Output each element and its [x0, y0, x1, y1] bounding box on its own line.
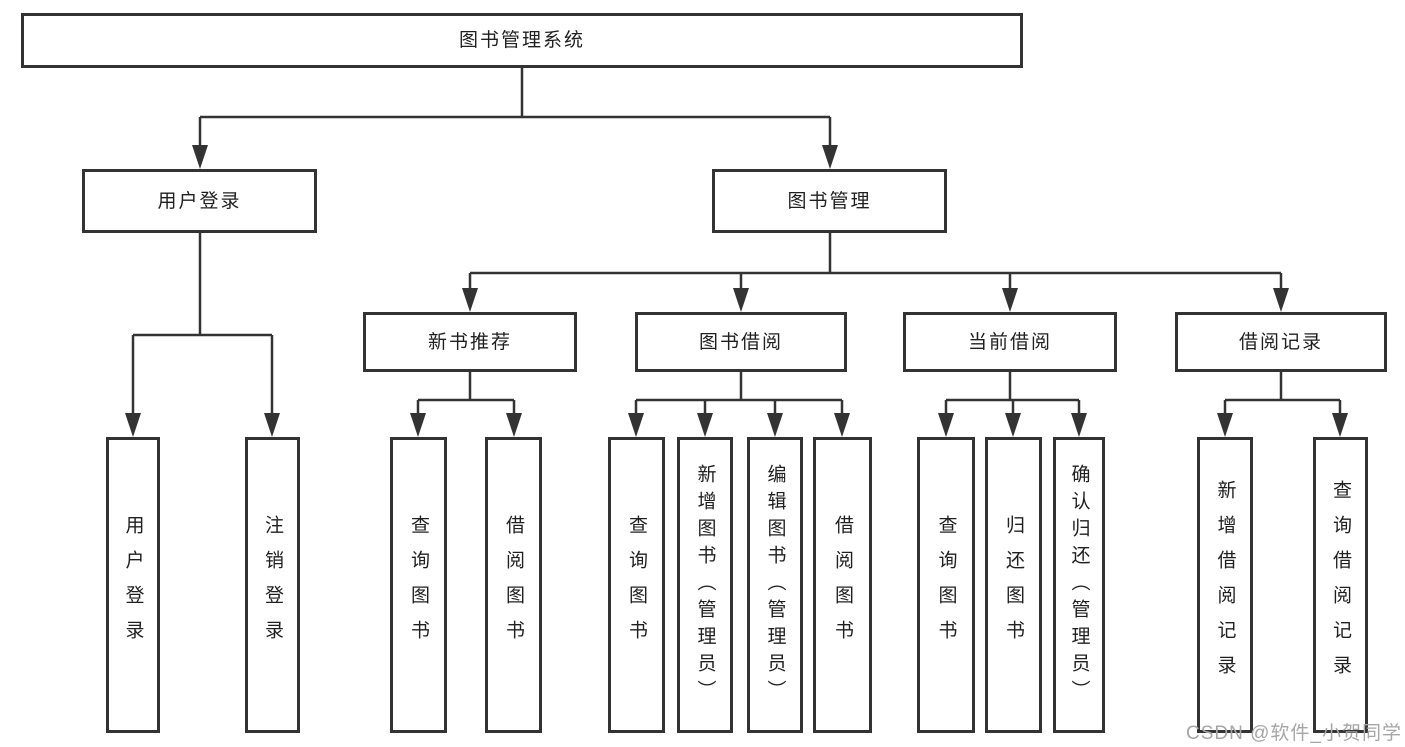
arrowhead-icon: [1002, 288, 1018, 312]
node-current-borrow: 当前借阅: [903, 312, 1117, 372]
node-new-book-recommend: 新书推荐: [363, 312, 577, 372]
arrowhead-icon: [697, 413, 713, 437]
node-borrow-record: 借阅记录: [1175, 312, 1387, 372]
leaf-user-login: 用户登录: [106, 437, 160, 733]
node-book-borrow: 图书借阅: [635, 312, 847, 372]
node-label: 新书推荐: [427, 331, 512, 353]
node-label: 用户登录: [122, 515, 144, 655]
leaf-confirm-return-admin: 确认归还（管理员）: [1053, 437, 1105, 733]
arrowhead-icon: [1217, 413, 1233, 437]
connector-book-borrow-children: [628, 372, 850, 437]
node-label: 查询借阅记录: [1330, 480, 1351, 690]
arrowhead-icon: [1332, 413, 1348, 437]
node-label: 用户登录: [157, 190, 242, 212]
node-label: 新增图书（管理员）: [694, 463, 716, 707]
node-label: 借阅图书: [832, 515, 853, 655]
leaf-query-book-current: 查询图书: [917, 437, 975, 733]
arrowhead-icon: [822, 145, 838, 169]
node-label: 查询图书: [626, 515, 647, 655]
leaf-borrow-book-recommend: 借阅图书: [485, 437, 542, 733]
arrowhead-icon: [628, 413, 644, 437]
node-label: 确认归还（管理员）: [1068, 463, 1090, 707]
connector-current-borrow-children: [938, 372, 1087, 437]
leaf-query-book-borrow: 查询图书: [608, 437, 665, 733]
connector-borrow-record-children: [1217, 372, 1348, 437]
arrowhead-icon: [834, 413, 850, 437]
arrowhead-icon: [462, 288, 478, 312]
leaf-logout-login: 注销登录: [245, 437, 300, 733]
node-label: 注销登录: [262, 515, 283, 655]
arrowhead-icon: [264, 413, 280, 437]
leaf-edit-book-admin: 编辑图书（管理员）: [747, 437, 803, 733]
node-label: 图书管理: [787, 190, 872, 212]
arrowhead-icon: [506, 413, 522, 437]
node-label: 图书管理系统: [458, 30, 585, 51]
arrowhead-icon: [410, 413, 426, 437]
node-root-library-system: 图书管理系统: [21, 13, 1023, 68]
arrowhead-icon: [1273, 288, 1289, 312]
leaf-query-borrow-record: 查询借阅记录: [1313, 437, 1368, 733]
arrowhead-icon: [938, 413, 954, 437]
node-label: 查询图书: [408, 515, 429, 655]
node-label: 图书借阅: [698, 331, 783, 353]
node-user-login: 用户登录: [82, 169, 317, 233]
node-label: 新增借阅记录: [1214, 480, 1236, 690]
arrowhead-icon: [1005, 413, 1021, 437]
connector-book-management-children: [462, 233, 1289, 312]
csdn-watermark: CSDN @软件_小贺同学: [1186, 723, 1402, 744]
leaf-add-book-admin: 新增图书（管理员）: [677, 437, 733, 733]
connector-new-book-children: [410, 372, 522, 437]
arrowhead-icon: [733, 288, 749, 312]
arrowhead-icon: [767, 413, 783, 437]
node-label: 借阅图书: [503, 515, 524, 655]
leaf-add-borrow-record: 新增借阅记录: [1197, 437, 1253, 733]
leaf-return-book: 归还图书: [985, 437, 1042, 733]
leaf-query-book-recommend: 查询图书: [390, 437, 447, 733]
node-label: 当前借阅: [967, 331, 1052, 353]
leaf-borrow-book: 借阅图书: [813, 437, 872, 733]
arrowhead-icon: [192, 145, 208, 169]
arrowhead-icon: [125, 413, 141, 437]
connector-root-to-level2: [192, 68, 838, 169]
node-book-management: 图书管理: [712, 169, 947, 233]
arrowhead-icon: [1071, 413, 1087, 437]
connector-user-login-children: [125, 233, 280, 437]
node-label: 编辑图书（管理员）: [764, 463, 786, 707]
node-label: 查询图书: [935, 515, 957, 655]
node-label: 借阅记录: [1238, 331, 1323, 353]
node-label: 归还图书: [1003, 515, 1024, 655]
